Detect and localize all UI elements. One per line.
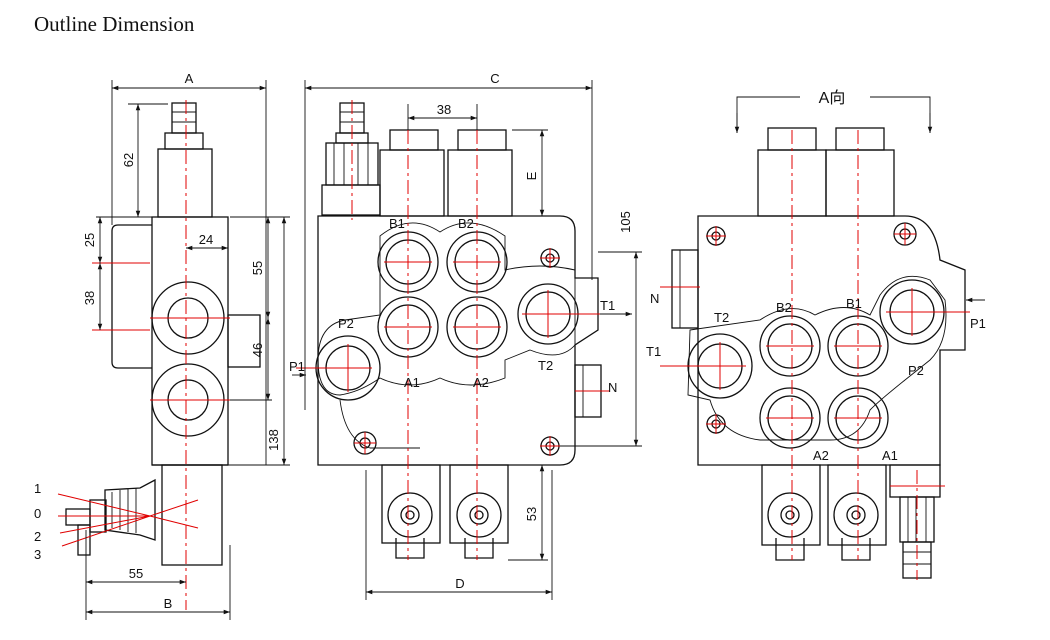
rear-port-b2-label: B2 bbox=[776, 300, 792, 315]
dim-62-label: 62 bbox=[121, 153, 136, 167]
rear-port-p1-label: P1 bbox=[970, 316, 986, 331]
rear-view bbox=[660, 96, 985, 580]
page-title: Outline Dimension bbox=[34, 12, 195, 36]
port-a2-label: A2 bbox=[473, 375, 489, 390]
dim-105-label: 105 bbox=[618, 211, 633, 233]
dim-25-label: 25 bbox=[82, 233, 97, 247]
lever-position-1: 1 bbox=[34, 481, 41, 496]
dim-53-label: 53 bbox=[524, 507, 539, 521]
rear-view-labels: A向 T2 B2 B1 P1 T1 P2 A2 A1 N bbox=[646, 89, 986, 463]
dim-c-label: C bbox=[490, 71, 499, 86]
lever-position-3: 3 bbox=[34, 547, 41, 562]
dim-138-label: 138 bbox=[266, 429, 281, 451]
rear-port-p2-label: P2 bbox=[908, 363, 924, 378]
front-view bbox=[292, 80, 642, 600]
rear-port-a2-label: A2 bbox=[813, 448, 829, 463]
lever-position-0: 0 bbox=[34, 506, 41, 521]
port-n-label: N bbox=[608, 380, 617, 395]
dim-46-label: 46 bbox=[250, 343, 265, 357]
dim-38-label: 38 bbox=[82, 291, 97, 305]
port-p2-label: P2 bbox=[338, 316, 354, 331]
view-direction-label: A向 bbox=[819, 89, 846, 107]
dim-55-label: 55 bbox=[250, 261, 265, 275]
rear-port-t1-label: T1 bbox=[646, 344, 661, 359]
dim-b-label: B bbox=[164, 596, 173, 611]
port-b2-label: B2 bbox=[458, 216, 474, 231]
dim-38-spacing-label: 38 bbox=[437, 102, 451, 117]
dim-a-label: A bbox=[185, 71, 194, 86]
port-p1-label: P1 bbox=[289, 359, 305, 374]
dim-d-label: D bbox=[455, 576, 464, 591]
rear-port-a1-label: A1 bbox=[882, 448, 898, 463]
dim-24-label: 24 bbox=[199, 232, 213, 247]
port-t2-label: T2 bbox=[538, 358, 553, 373]
side-view bbox=[57, 80, 290, 620]
rear-port-b1-label: B1 bbox=[846, 296, 862, 311]
port-a1-label: A1 bbox=[404, 375, 420, 390]
rear-port-n-label: N bbox=[650, 291, 659, 306]
dim-55-bottom-label: 55 bbox=[129, 566, 143, 581]
rear-port-t2-label: T2 bbox=[714, 310, 729, 325]
dim-e-label: E bbox=[524, 171, 539, 180]
front-view-labels: C 38 E 105 53 D B1 B2 P2 A1 A2 T1 T2 P1 … bbox=[289, 71, 633, 591]
lever-position-2: 2 bbox=[34, 529, 41, 544]
side-view-labels: A 62 25 24 38 55 46 138 55 B 1 0 2 3 bbox=[34, 71, 281, 611]
port-b1-label: B1 bbox=[389, 216, 405, 231]
port-t1-label: T1 bbox=[600, 298, 615, 313]
